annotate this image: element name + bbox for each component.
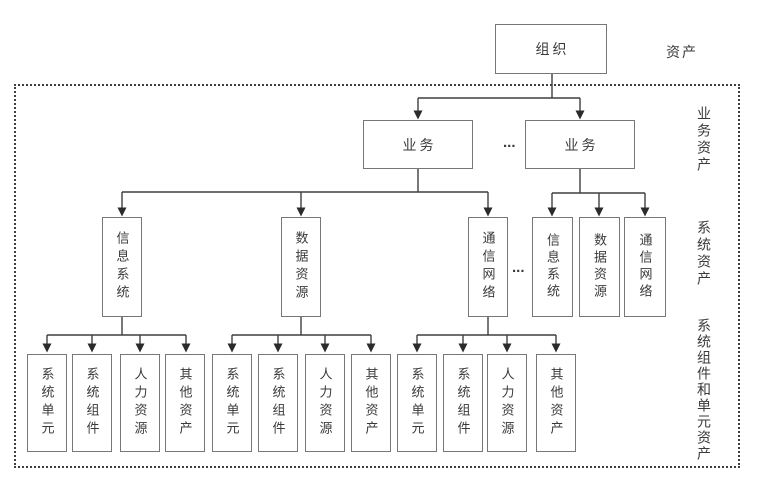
arrowheads (42, 110, 650, 353)
label-component-unit-asset: 系统组件和单元资产 (696, 318, 712, 462)
node-other-asset-1: 其他资产 (165, 354, 205, 452)
node-system-component-2: 系统组件 (258, 354, 298, 452)
node-other-asset-2: 其他资产 (351, 354, 391, 452)
node-data-resource-right: 数据资源 (579, 217, 620, 317)
node-comm-network-left: 通信网络 (468, 217, 508, 317)
node-business-left: 业务 (363, 120, 473, 169)
label-business-asset: 业务资产 (696, 106, 712, 174)
node-data-resource-left: 数据资源 (281, 217, 321, 317)
node-human-resource-3: 人力资源 (487, 354, 527, 452)
ellipsis-system: ... (512, 259, 525, 276)
node-info-system-right: 信息系统 (532, 217, 573, 317)
node-human-resource-2: 人力资源 (305, 354, 345, 452)
node-system-component-3: 系统组件 (443, 354, 483, 452)
ellipsis-business: ... (503, 134, 516, 151)
node-system-component-1: 系统组件 (72, 354, 112, 452)
node-other-asset-3: 其他资产 (536, 354, 576, 452)
node-info-system-left: 信息系统 (102, 217, 142, 317)
node-system-unit-1: 系统单元 (27, 354, 67, 452)
asset-boundary-dotted-box (14, 84, 740, 468)
node-organization: 组织 (495, 24, 607, 74)
node-business-right: 业务 (525, 120, 635, 169)
label-asset: 资产 (666, 44, 698, 60)
node-human-resource-1: 人力资源 (120, 354, 160, 452)
node-system-unit-2: 系统单元 (212, 354, 252, 452)
node-system-unit-3: 系统单元 (397, 354, 437, 452)
connector-strokes (46, 74, 646, 344)
node-comm-network-right: 通信网络 (624, 217, 666, 317)
label-system-asset: 系统资产 (696, 220, 712, 288)
